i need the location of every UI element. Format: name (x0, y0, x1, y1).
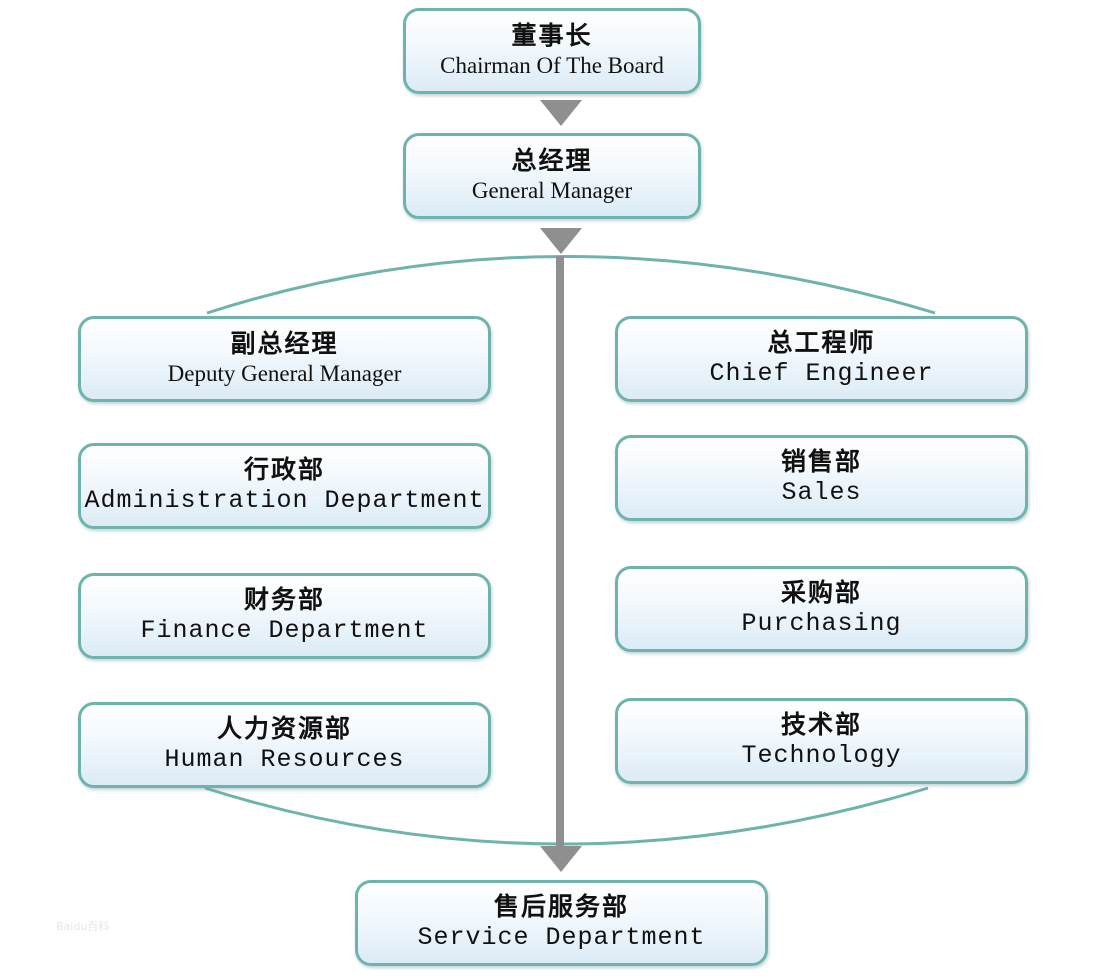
top-bracket-arc (206, 255, 936, 315)
node-human-resources-en: Human Resources (164, 745, 405, 774)
arrow-down-icon (540, 228, 582, 254)
node-general-manager-zh: 总经理 (511, 146, 593, 175)
node-service-en: Service Department (417, 923, 706, 952)
bottom-bracket-arc (204, 786, 929, 846)
node-sales-zh: 销售部 (780, 447, 862, 476)
node-finance-zh: 财务部 (243, 585, 325, 614)
node-sales-en: Sales (781, 478, 862, 507)
node-chief-engineer-en: Chief Engineer (709, 359, 934, 388)
node-administration: 行政部 Administration Department (78, 443, 491, 529)
vertical-trunk-line (556, 256, 564, 848)
node-purchasing: 采购部 Purchasing (615, 566, 1028, 652)
node-human-resources-zh: 人力资源部 (216, 714, 352, 743)
arrow-down-icon (540, 846, 582, 872)
node-chief-engineer: 总工程师 Chief Engineer (615, 316, 1028, 402)
node-human-resources: 人力资源部 Human Resources (78, 702, 491, 788)
node-finance-en: Finance Department (140, 616, 429, 645)
node-purchasing-en: Purchasing (741, 609, 902, 638)
node-service-department: 售后服务部 Service Department (355, 880, 768, 966)
node-technology-zh: 技术部 (780, 710, 862, 739)
arrow-down-icon (540, 100, 582, 126)
node-deputy-zh: 副总经理 (230, 329, 339, 358)
node-chairman: 董事长 Chairman Of The Board (403, 8, 701, 94)
node-service-zh: 售后服务部 (493, 892, 629, 921)
node-chief-engineer-zh: 总工程师 (767, 328, 876, 357)
node-general-manager-en: General Manager (471, 178, 633, 203)
node-chairman-en: Chairman Of The Board (440, 53, 664, 78)
node-deputy-general-manager: 副总经理 Deputy General Manager (78, 316, 491, 402)
watermark-text: Baidu百科 (56, 920, 110, 933)
node-purchasing-zh: 采购部 (780, 578, 862, 607)
node-sales: 销售部 Sales (615, 435, 1028, 521)
node-finance: 财务部 Finance Department (78, 573, 491, 659)
node-chairman-zh: 董事长 (511, 21, 593, 50)
node-deputy-en: Deputy General Manager (167, 361, 402, 386)
node-general-manager: 总经理 General Manager (403, 133, 701, 219)
node-administration-en: Administration Department (84, 486, 485, 515)
node-technology-en: Technology (741, 741, 902, 770)
node-technology: 技术部 Technology (615, 698, 1028, 784)
node-administration-zh: 行政部 (243, 455, 325, 484)
